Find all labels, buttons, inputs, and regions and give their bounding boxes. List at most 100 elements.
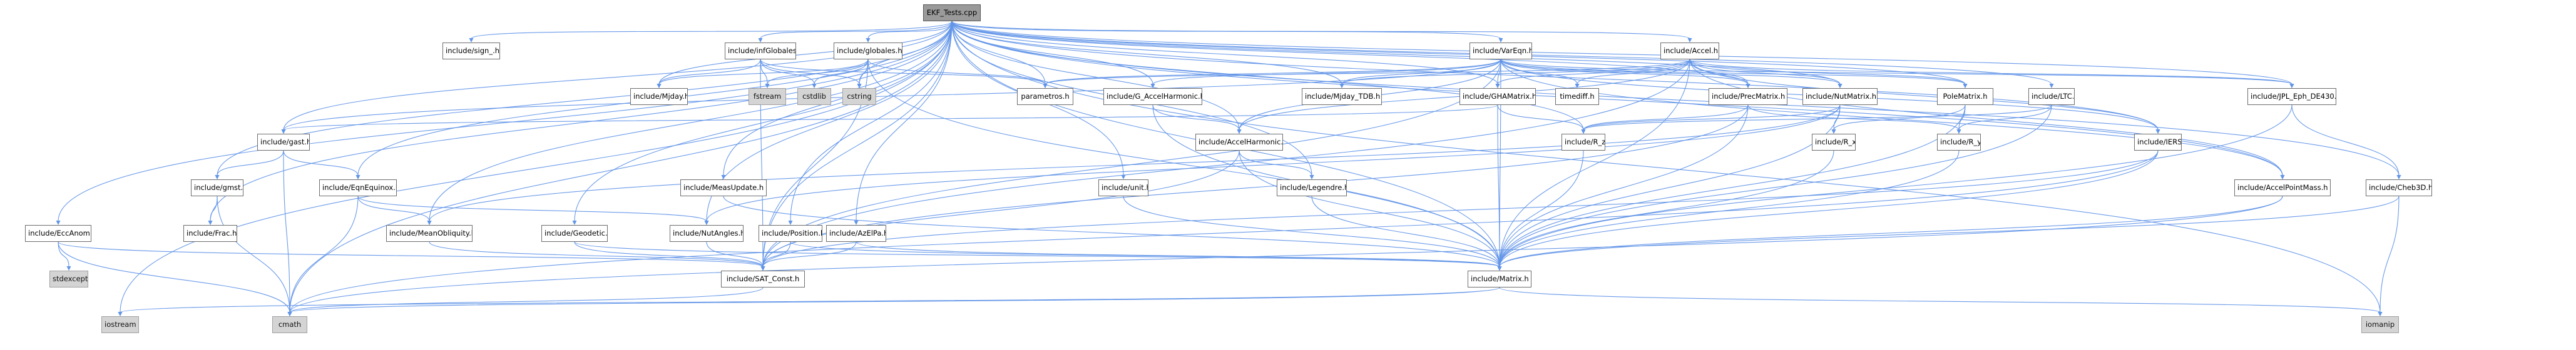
edge-globales-to-cstdlib	[814, 59, 869, 85]
edge-varEqn-to-nutMatrix	[1500, 59, 1841, 85]
edge-arrowhead	[215, 175, 220, 179]
node-meanObliq[interactable]: include/MeanObliquity.h	[386, 225, 473, 242]
edge-unit-to-matrix	[1123, 196, 1500, 268]
node-rx[interactable]: include/R_x.h	[1812, 134, 1856, 151]
edge-varEqn-to-jpl	[1500, 59, 2292, 85]
node-rz[interactable]: include/R_z.h	[1561, 134, 1605, 151]
edge-arrowhead	[1309, 175, 1314, 179]
node-gast[interactable]: include/gast.h	[257, 134, 310, 151]
edge-arrowhead	[866, 38, 871, 42]
edge-measUpdate-to-matrix	[723, 196, 1500, 268]
edge-arrowhead	[1237, 129, 1242, 134]
edge-nutMatrix-to-rz	[1583, 104, 1841, 131]
node-poleMatrix[interactable]: PoleMatrix.h	[1937, 88, 1993, 105]
edge-accelPointMass-to-cmath	[289, 196, 2283, 313]
node-iostream: iostream	[101, 316, 139, 333]
edge-arrowhead	[469, 38, 474, 42]
edge-arrowhead	[812, 84, 817, 88]
edge-globales-to-mjday	[658, 59, 869, 85]
node-accelHarm[interactable]: include/AccelHarmonic.h	[1195, 134, 1283, 151]
edge-varEqn-to-accelPointMass	[1500, 59, 2283, 176]
node-frac[interactable]: include/Frac.h	[183, 225, 237, 242]
node-gham[interactable]: include/GHAMatrix.h	[1459, 88, 1536, 105]
edge-globales-to-parametros	[867, 59, 1046, 85]
edge-root-to-cheb3d	[951, 21, 2400, 176]
edge-precMatrix-to-satConst	[762, 104, 1749, 268]
edge-accelHarm-to-matrix	[1239, 150, 1500, 268]
edge-matrix-to-cmath	[289, 287, 1500, 313]
edge-root-to-azElPa	[856, 21, 953, 222]
edge-arrowhead	[2049, 84, 2054, 88]
node-precMatrix[interactable]: include/PrecMatrix.h	[1709, 88, 1787, 105]
edge-ltc-to-rz	[1583, 104, 2052, 131]
edge-rz-to-matrix	[1499, 150, 1584, 268]
edge-root-to-globales	[867, 21, 953, 39]
edge-root-to-accel	[951, 21, 1690, 39]
edge-iers-to-satConst	[762, 150, 2159, 268]
edge-poleMatrix-to-rx	[1833, 104, 1966, 131]
node-varEqn[interactable]: include/VarEqn.h	[1469, 42, 1532, 59]
node-cmath: cmath	[272, 316, 307, 333]
edge-gast-to-gmst	[217, 150, 284, 176]
edge-arrowhead	[1831, 129, 1836, 134]
node-measUpdate[interactable]: include/MeasUpdate.h	[680, 179, 767, 196]
node-timediff[interactable]: timediff.h	[1555, 88, 1599, 105]
node-gAccel[interactable]: include/G_AccelHarmonic.h	[1103, 88, 1202, 105]
edge-arrowhead	[760, 266, 765, 271]
node-position[interactable]: include/Position.h	[759, 225, 822, 242]
edge-arrowhead	[657, 84, 662, 88]
edge-varEqn-to-gAccel	[1152, 59, 1501, 85]
edge-arrowhead	[788, 221, 793, 225]
edge-accel-to-nutMatrix	[1689, 59, 1841, 85]
node-parametros[interactable]: parametros.h	[1017, 88, 1073, 105]
edge-arrowhead	[427, 221, 432, 225]
node-nutMatrix[interactable]: include/NutMatrix.h	[1802, 88, 1878, 105]
node-accelPointMass[interactable]: include/AccelPointMass.h	[2234, 179, 2331, 196]
edge-arrowhead	[1498, 38, 1503, 42]
node-root[interactable]: EKF_Tests.cpp	[923, 4, 981, 21]
node-geodetic[interactable]: include/Geodetic.h	[541, 225, 608, 242]
node-ry[interactable]: include/R_y.h	[1937, 134, 1981, 151]
edge-accel-to-poleMatrix	[1689, 59, 1966, 85]
node-ltc[interactable]: include/LTC.h	[2028, 88, 2075, 105]
node-sign[interactable]: include/sign_.h	[442, 42, 500, 59]
node-legendre[interactable]: include/Legendre.h	[1277, 179, 1347, 196]
node-mjday[interactable]: include/Mjday.h	[630, 88, 688, 105]
node-cheb3d[interactable]: include/Cheb3D.h	[2366, 179, 2432, 196]
node-iers[interactable]: include/IERS.h	[2134, 134, 2182, 151]
edge-root-to-jpl	[951, 21, 2292, 85]
node-jpl[interactable]: include/JPL_Eph_DE430.h	[2247, 88, 2336, 105]
edge-arrowhead	[1497, 266, 1502, 271]
node-eqnEquinox[interactable]: include/EqnEquinox.h	[319, 179, 397, 196]
node-mjdayTDB[interactable]: include/Mjday_TDB.h	[1302, 88, 1382, 105]
edge-geodetic-to-satConst	[574, 241, 764, 268]
edge-arrowhead	[2155, 129, 2160, 134]
node-globales[interactable]: include/globales.h	[834, 42, 902, 59]
node-accel[interactable]: include/Accel.h	[1660, 42, 1719, 59]
edge-root-to-meanObliq	[429, 21, 953, 222]
edge-arrowhead	[1121, 175, 1126, 179]
node-unit[interactable]: include/unit.h	[1098, 179, 1148, 196]
node-gmst[interactable]: include/gmst.h	[191, 179, 243, 196]
edge-arrowhead	[857, 84, 862, 88]
edge-varEqn-to-parametros	[1045, 59, 1501, 85]
edge-arrowhead	[2396, 175, 2401, 179]
node-satConst[interactable]: include/SAT_Const.h	[721, 271, 805, 288]
edge-varEqn-to-gast	[283, 59, 1501, 131]
node-intglob[interactable]: include/infGlobales.h	[725, 42, 796, 59]
edge-varEqn-to-mjdayTDB	[1341, 59, 1501, 85]
node-eccAnom[interactable]: include/EccAnom.h	[25, 225, 91, 242]
edge-matrix-to-iomanip	[1499, 287, 2381, 313]
node-azElPa[interactable]: include/AzElPa.h	[826, 225, 886, 242]
edge-arrowhead	[1575, 84, 1580, 88]
node-nutAngles[interactable]: include/NutAngles.h	[670, 225, 744, 242]
edge-root-to-sign	[471, 21, 953, 39]
edge-gham-to-rz	[1497, 104, 1584, 131]
edge-root-to-accelPointMass	[951, 21, 2283, 176]
node-matrix[interactable]: include/Matrix.h	[1468, 271, 1531, 288]
edges-layer	[56, 21, 2401, 316]
edge-root-to-cmath	[289, 21, 953, 313]
edge-intglob-to-parametros	[760, 59, 1046, 85]
edge-arrowhead	[758, 38, 763, 42]
